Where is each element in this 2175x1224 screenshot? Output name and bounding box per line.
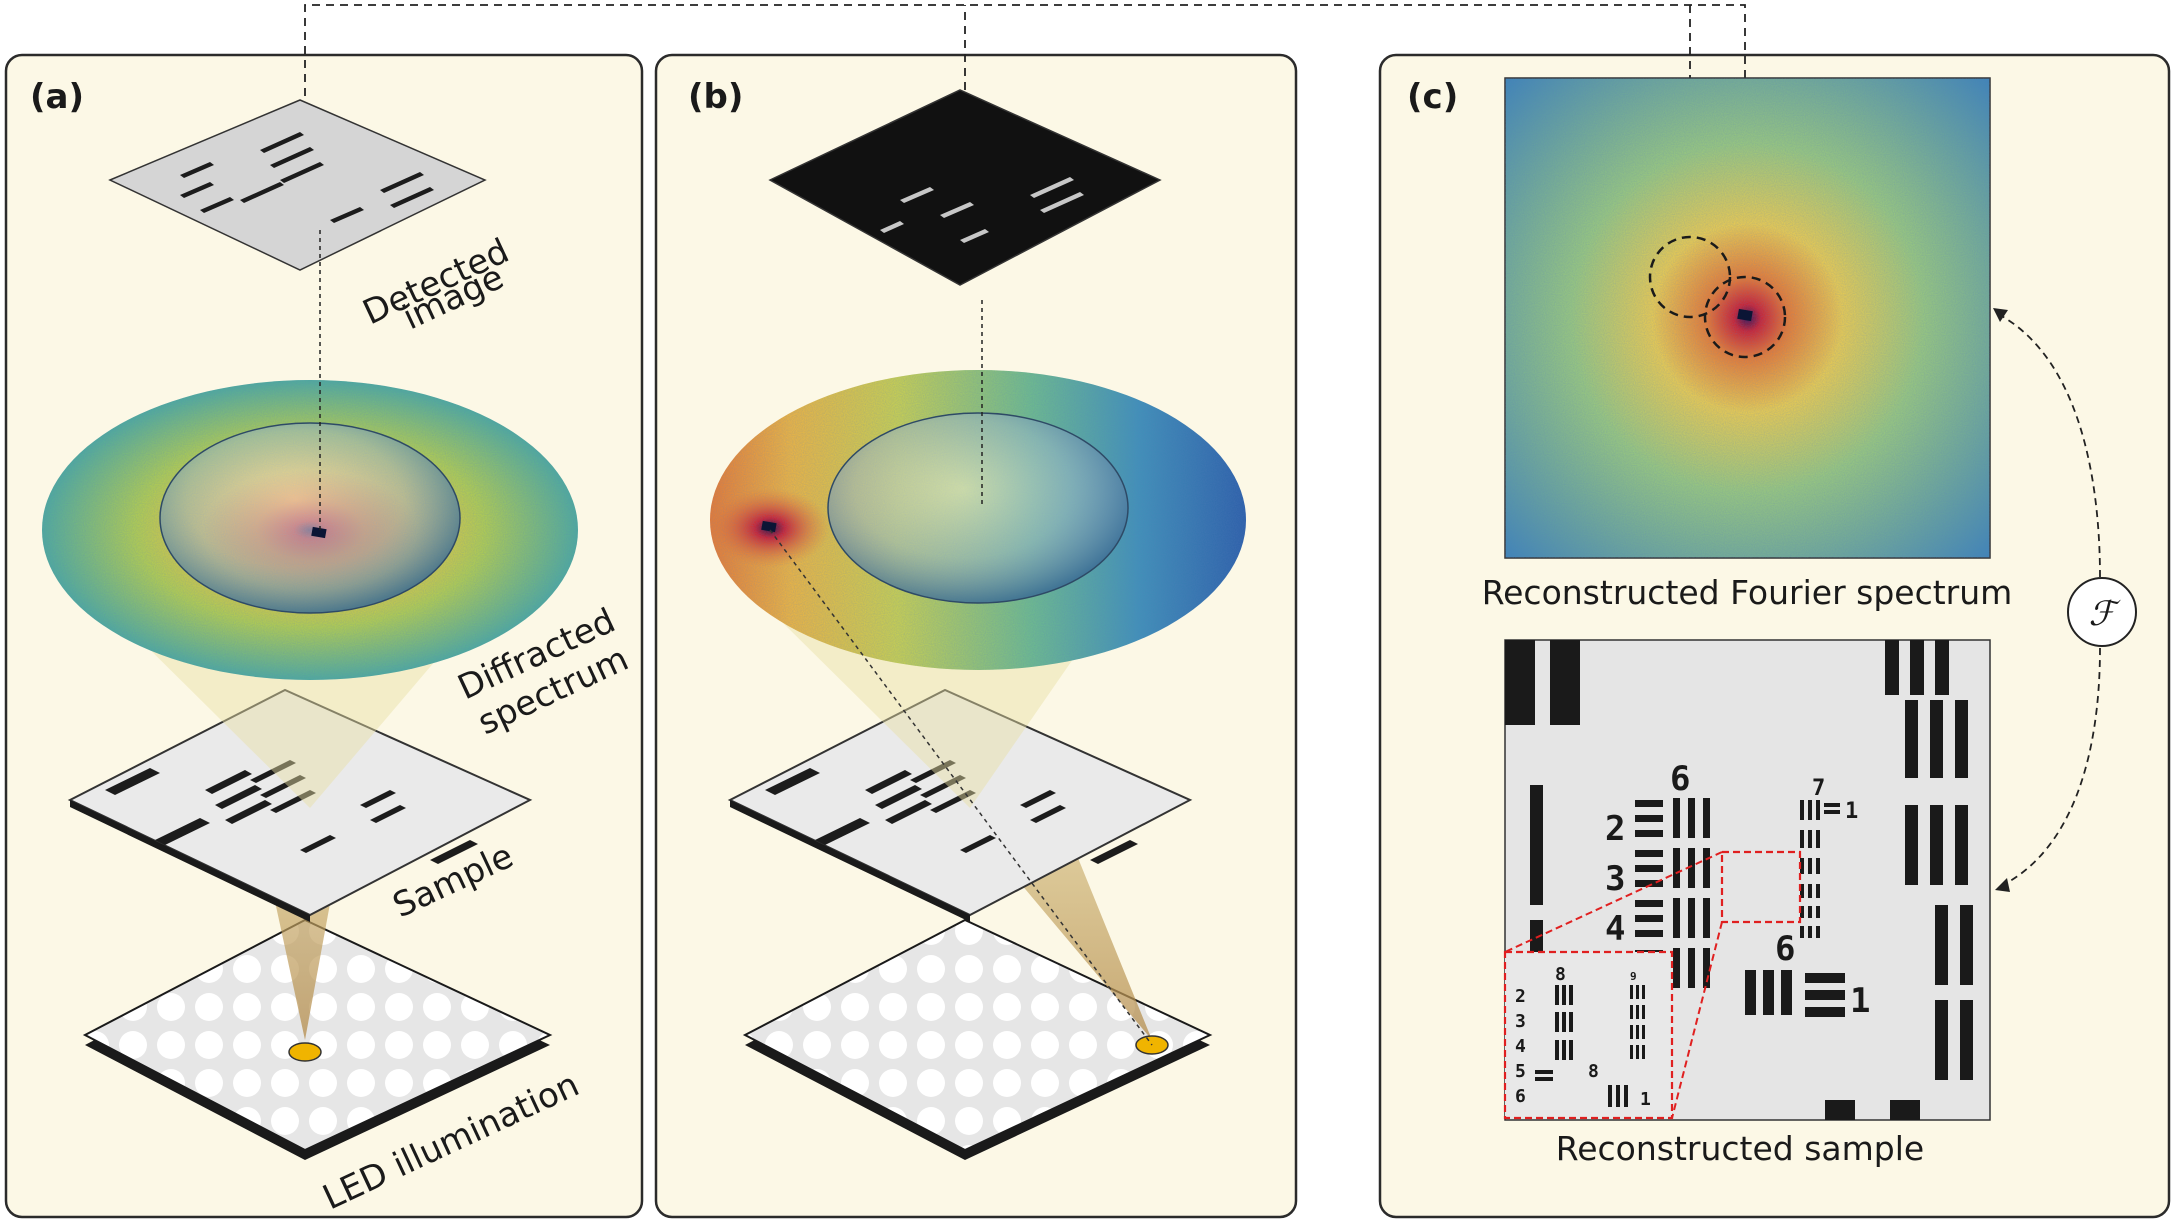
numeral-1-bottom: 1 [1850,981,1870,1021]
numeral-6-top: 6 [1670,759,1690,799]
detected-image-a [108,99,487,271]
panel-b [710,89,1246,1160]
numeral-1-right: 1 [1845,799,1858,824]
numeral-7: 7 [1812,776,1825,801]
panel-c-letter: (c) [1407,77,1458,117]
dc-peak-a [311,526,327,539]
highlight-region [1720,850,1802,924]
numeral-6-bottom: 6 [1775,929,1795,969]
numeral-4: 4 [1605,909,1625,949]
inset-3: 3 [1515,1011,1526,1032]
pupil-circle-left [1648,235,1732,319]
panel-c: Reconstructed Fourier spectrum [1482,77,2137,1168]
sample-bars [1505,640,1973,1120]
pupil-circle-right [1703,275,1787,359]
led-on-a [288,1042,322,1062]
zoom-inset-numerals: 8 9 2 3 4 5 6 8 1 [1515,964,1651,1110]
detected-image-b [768,89,1162,286]
dc-peak-b [761,520,777,533]
fourier-arrow-up [1999,314,2101,578]
numeral-3: 3 [1605,859,1625,899]
inset-5: 5 [1515,1061,1526,1082]
panel-a-letter: (a) [30,77,84,117]
inset-4: 4 [1515,1036,1526,1057]
pupil-dome-b [827,412,1129,604]
tilted-beam-b [769,529,1153,1046]
inset-8-bottom: 8 [1588,1061,1599,1082]
panel-b-letter: (b) [688,77,743,117]
top-connector-lines [304,4,1746,300]
numeral-2: 2 [1605,809,1625,849]
fourier-arrow-down [2002,647,2101,886]
fourier-caption: Reconstructed Fourier spectrum [1482,573,2013,612]
led-board-b [742,918,1213,1160]
dc-peak-c [1737,308,1753,322]
fourier-arrow-down-head [1995,878,2010,892]
sample-slide-a [67,688,533,922]
zoom-line-bottom [1671,921,1723,1119]
pupil-dome-a [159,422,461,614]
fourier-transform-symbol [2067,577,2137,647]
led-board-a [82,918,553,1160]
inset-8-top: 8 [1555,964,1566,985]
sample-slide-b [727,688,1193,922]
inset-6: 6 [1515,1086,1526,1107]
inset-9: 9 [1630,970,1637,983]
sample-caption: Reconstructed sample [1556,1129,1924,1168]
fourier-arrow-up-head [1993,308,2008,322]
sample-numerals: 6 2 3 4 5 7 1 6 1 [1605,759,1870,1021]
inset-1: 1 [1640,1089,1651,1110]
zoom-line-top [1504,851,1723,953]
inset-2: 2 [1515,986,1526,1007]
zoom-inset-content [1535,985,1645,1107]
panel-a: Detected image Diffracted spectrum Sampl… [42,99,635,1218]
